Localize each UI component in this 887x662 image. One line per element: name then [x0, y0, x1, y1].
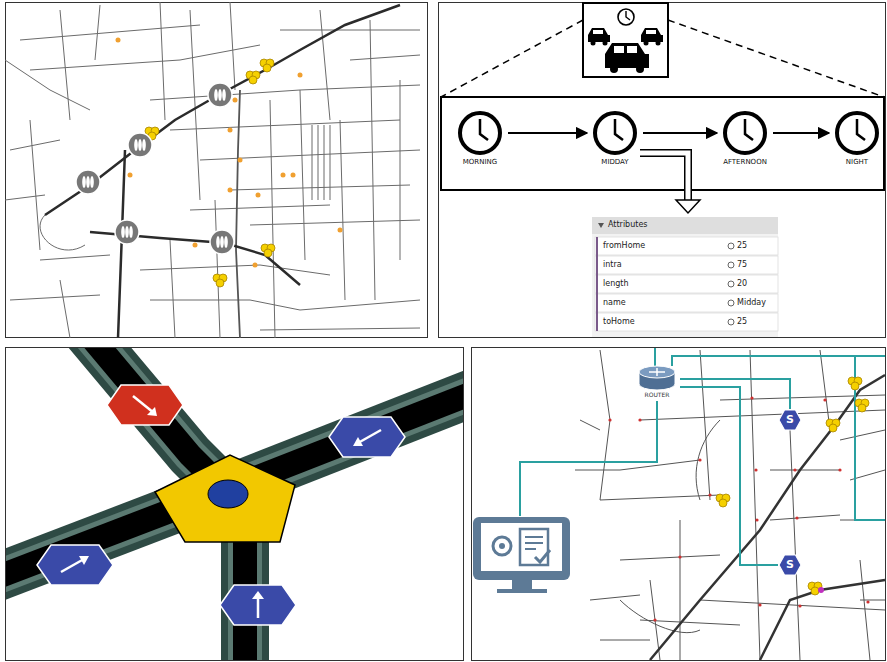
- clock-icon: [834, 110, 880, 156]
- time-period-clock: MORNING: [452, 110, 508, 167]
- main-roads: [45, 5, 400, 338]
- roads: [5, 347, 464, 661]
- router-label: ROUTER: [634, 391, 680, 399]
- period-label: AFTERNOON: [717, 158, 773, 167]
- network-panel: [471, 347, 887, 661]
- time-period-clock: MIDDAY: [587, 110, 643, 167]
- attribute-name: length: [603, 278, 629, 290]
- direction-hexagons: [37, 385, 405, 625]
- sensor-hexagon: S: [778, 409, 802, 431]
- clock-icon: [722, 110, 768, 156]
- clock-icon: [592, 110, 638, 156]
- connector: [773, 132, 829, 134]
- intersection-node: [155, 455, 295, 542]
- period-label: NIGHT: [829, 158, 885, 167]
- highlight-dot: [818, 587, 824, 593]
- traffic-icon: [588, 9, 663, 73]
- attribute-name: name: [603, 297, 626, 309]
- monitor-icon: [473, 517, 570, 593]
- attribute-name: toHome: [603, 316, 635, 328]
- schedule-panel: [438, 2, 887, 339]
- connector: [680, 379, 790, 409]
- sensor-hexagon: S: [778, 554, 802, 576]
- attribute-name: intra: [603, 259, 622, 271]
- connector: [680, 387, 778, 565]
- traffic-light-icons: [76, 83, 234, 254]
- attribute-value: 20: [737, 278, 747, 290]
- detail-arrow: [640, 153, 700, 213]
- traffic-icon-box: [583, 3, 668, 77]
- network-links: [520, 347, 885, 520]
- time-period-clock: AFTERNOON: [717, 110, 773, 167]
- intersection-panel: [5, 347, 464, 661]
- intersection-dots: [116, 38, 343, 268]
- main-roads: [650, 375, 885, 660]
- street-lines: [575, 350, 885, 660]
- period-label: MORNING: [452, 158, 508, 167]
- attributes-table: [592, 217, 778, 337]
- period-label: MIDDAY: [587, 158, 643, 167]
- panel-heading: Attributes: [608, 219, 648, 231]
- attribute-value: Midday: [737, 297, 766, 309]
- attribute-value: 75: [737, 259, 747, 271]
- connector: [508, 132, 587, 134]
- hexagon-letter: S: [778, 409, 802, 431]
- sensor-clusters: [716, 377, 869, 595]
- hexagon-letter: S: [778, 554, 802, 576]
- router-icon: [637, 365, 677, 391]
- clock-icon: [457, 110, 503, 156]
- sensor-clusters: [145, 59, 275, 287]
- connector: [643, 132, 717, 134]
- traffic-map: [5, 2, 429, 339]
- attribute-value: 25: [737, 240, 747, 252]
- street-lines: [5, 2, 420, 338]
- timeline-frame: [441, 97, 884, 190]
- router-node: ROUTER: [634, 365, 680, 399]
- attribute-value: 25: [737, 316, 747, 328]
- time-period-clock: NIGHT: [829, 110, 885, 167]
- attribute-name: fromHome: [603, 240, 645, 252]
